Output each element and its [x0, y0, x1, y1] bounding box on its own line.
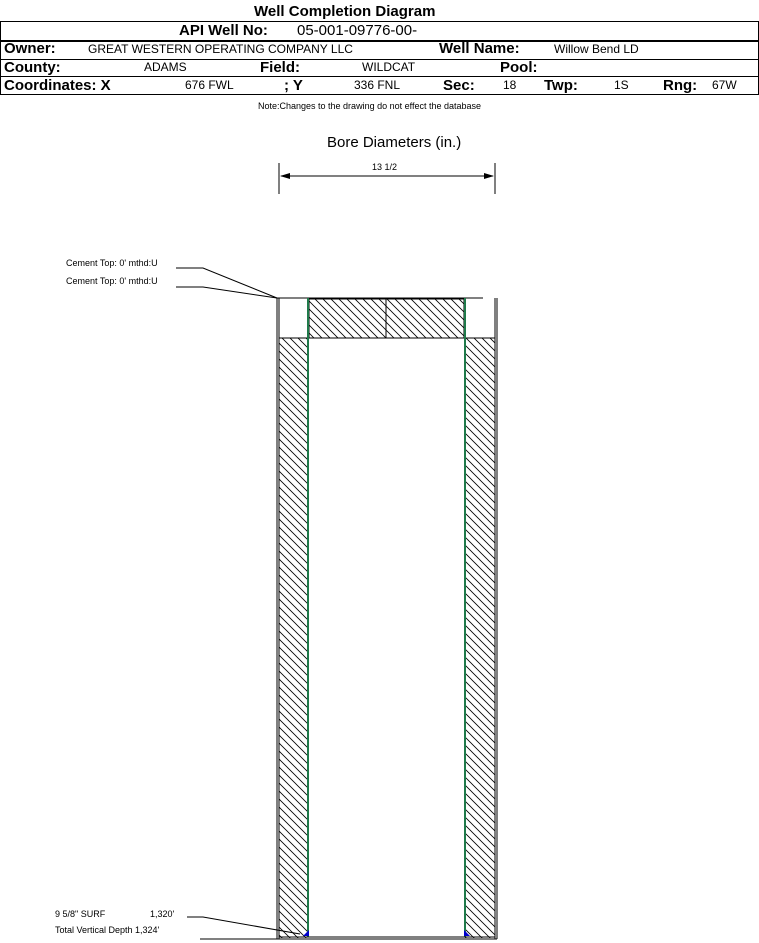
- coordinate-x-value: 676 FWL: [185, 78, 234, 92]
- api-well-label: API Well No:: [179, 22, 268, 39]
- twp-label: Twp:: [544, 77, 578, 94]
- casing-shoe-left: [303, 930, 309, 936]
- cement-top-label-2: Cement Top: 0' mthd:U: [66, 276, 158, 286]
- annulus-cement-right: [465, 338, 495, 938]
- rng-label: Rng:: [663, 77, 698, 94]
- rng-value: 67W: [712, 78, 737, 92]
- casing-shoe-right: [464, 930, 470, 936]
- bore-diameters-title: Bore Diameters (in.): [327, 134, 462, 151]
- bore-diameter-value: 13 1/2: [372, 162, 398, 172]
- well-name-value: Willow Bend LD: [554, 42, 639, 56]
- county-value: ADAMS: [144, 60, 187, 74]
- bore-wall-right: [494, 298, 498, 939]
- owner-label: Owner:: [4, 40, 56, 57]
- total-vertical-depth-label: Total Vertical Depth 1,324': [55, 925, 160, 935]
- twp-value: 1S: [614, 78, 629, 92]
- well-name-label: Well Name:: [439, 40, 520, 57]
- coordinate-y-label: ; Y: [284, 77, 303, 94]
- coordinate-y-value: 336 FNL: [354, 78, 401, 92]
- field-label: Field:: [260, 59, 300, 76]
- pool-label: Pool:: [500, 59, 538, 76]
- annulus-cement-left: [279, 338, 308, 938]
- sec-value: 18: [503, 78, 517, 92]
- leader-lines: [176, 267, 301, 940]
- coordinates-x-label: Coordinates: X: [4, 77, 111, 94]
- diagram-title: Well Completion Diagram: [254, 3, 436, 20]
- api-well-value: 05-001-09776-00-: [297, 22, 418, 39]
- county-label: County:: [4, 59, 61, 76]
- sec-label: Sec:: [443, 77, 475, 94]
- casing-label: 9 5/8" SURF: [55, 909, 106, 919]
- owner-value: GREAT WESTERN OPERATING COMPANY LLC: [88, 42, 353, 56]
- bore-wall-left: [276, 298, 280, 939]
- database-note: Note:Changes to the drawing do not effec…: [258, 101, 481, 111]
- field-value: WILDCAT: [362, 60, 416, 74]
- bore-dimension-line: [278, 163, 496, 194]
- cement-top-label-1: Cement Top: 0' mthd:U: [66, 258, 158, 268]
- top-cement-plug: [308, 298, 465, 339]
- casing-depth-label: 1,320': [150, 909, 175, 919]
